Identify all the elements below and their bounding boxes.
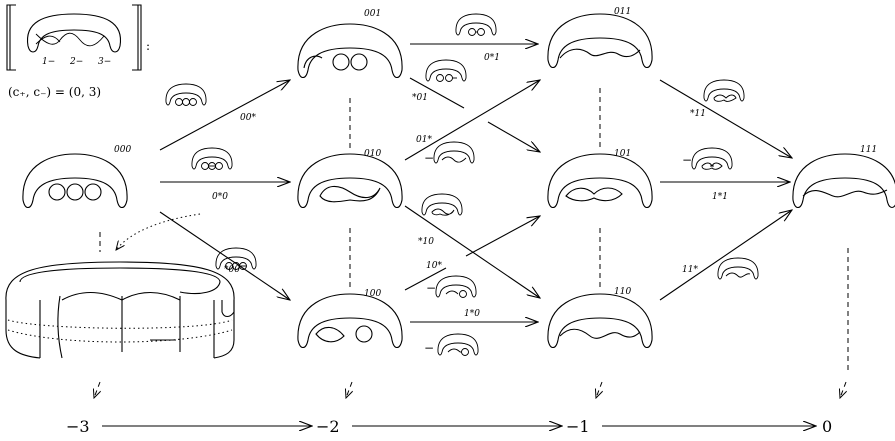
icon-edge-star01 <box>425 59 467 82</box>
edge-star00 <box>159 211 290 300</box>
edge-label-1star0: 1*0 <box>464 309 480 319</box>
edge-10star-b <box>465 216 540 257</box>
degree-map-arrow-m3 <box>94 381 100 398</box>
edge-sign-1star0: − <box>424 341 434 355</box>
unresolved-diagram: 1− 2− 3− : (c₊, c₋) = (0, 3) <box>6 4 150 99</box>
vertex-label-011: 011 <box>614 7 631 17</box>
left-double-bracket <box>6 4 16 71</box>
vertex-000 <box>22 153 128 209</box>
edge-label-star11: *11 <box>690 109 706 119</box>
vertex-011 <box>547 13 653 69</box>
edge-label-star10: *10 <box>418 237 434 247</box>
vertex-010 <box>297 153 403 209</box>
edge-label-00star: 00* <box>240 113 256 123</box>
vertex-label-101: 101 <box>614 149 631 159</box>
edge-00star <box>159 80 290 151</box>
icon-edge-0star1 <box>455 13 497 36</box>
edge-star01-a <box>409 77 465 109</box>
vertex-label-010: 010 <box>364 149 381 159</box>
edge-label-star01: *01 <box>412 93 428 103</box>
vertex-110 <box>547 293 653 349</box>
edge-label-10star: 10* <box>426 261 442 271</box>
edge-10star-a <box>404 267 447 291</box>
edge-label-1star1: 1*1 <box>712 192 728 202</box>
icon-edge-star00 <box>215 247 257 270</box>
icon-edge-00star <box>165 83 207 106</box>
edge-label-0star1: 0*1 <box>484 53 500 63</box>
vertex-001 <box>297 23 403 79</box>
degree-m1: −1 <box>566 417 590 436</box>
right-double-bracket <box>132 4 142 71</box>
vertex-100 <box>297 293 403 349</box>
crossing-label-3: 3− <box>98 57 111 67</box>
vertex-111 <box>792 153 895 209</box>
vertex-101 <box>547 153 653 209</box>
icon-edge-1star1 <box>691 147 733 170</box>
crossing-label-1: 1− <box>42 57 55 67</box>
edge-01star <box>404 80 540 161</box>
vertex-label-000: 000 <box>114 145 131 155</box>
bracket-colon: : <box>146 39 150 53</box>
edge-sign-10star: − <box>426 281 436 295</box>
icon-edge-11star <box>717 257 759 280</box>
vertex-label-111: 111 <box>860 145 877 155</box>
edge-label-star00: *00 <box>224 265 240 275</box>
vertex-label-100: 100 <box>364 289 381 299</box>
degree-map-arrow-0 <box>840 381 846 398</box>
icon-edge-0star0 <box>191 147 233 170</box>
icon-edge-1star0 <box>437 333 479 356</box>
edge-sign-01star: − <box>424 151 434 165</box>
icon-edge-10star <box>435 275 477 298</box>
vertex-label-001: 001 <box>364 9 381 19</box>
dotted-arrow-000 <box>116 213 201 250</box>
edge-star01-b <box>487 121 540 152</box>
edge-label-01star: 01* <box>416 135 432 145</box>
degree-map-arrow-m2 <box>346 381 352 398</box>
degree-map-arrow-m1 <box>596 381 602 398</box>
icon-edge-star11 <box>703 79 745 102</box>
icon-edge-star10 <box>421 193 463 216</box>
edge-label-11star: 11* <box>682 265 698 275</box>
degree-m3: −3 <box>66 417 90 436</box>
vertex-label-110: 110 <box>614 287 631 297</box>
crossing-counts: (c₊, c₋) = (0, 3) <box>8 85 101 99</box>
crossing-label-2: 2− <box>69 57 83 67</box>
edge-label-0star0: 0*0 <box>212 192 228 202</box>
edge-sign-1star1: − <box>682 153 692 167</box>
cobordism-surface-sketch <box>5 261 235 359</box>
edge-11star <box>659 210 792 301</box>
degree-0: 0 <box>822 417 832 436</box>
edge-star11 <box>659 79 792 158</box>
icon-edge-01star <box>433 141 475 164</box>
degree-m2: −2 <box>316 417 340 436</box>
